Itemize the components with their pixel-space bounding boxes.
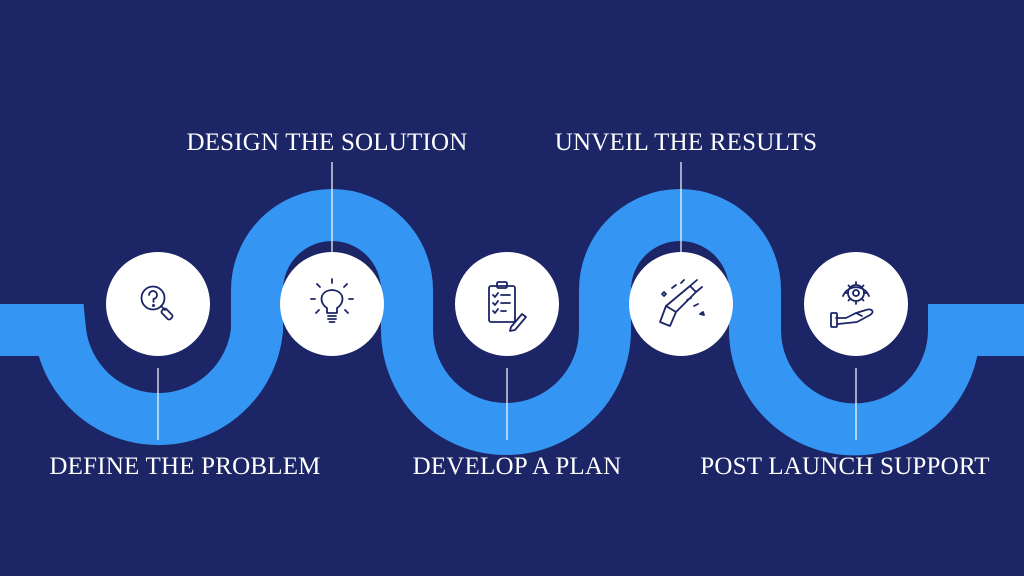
wave-band (0, 189, 1024, 456)
step-label-develop-a-plan: DEVELOP A PLAN (412, 453, 622, 480)
clipboard-checklist-icon (488, 281, 527, 332)
lightbulb-icon (310, 278, 354, 323)
step-label-unveil-the-results: UNVEIL THE RESULTS (554, 129, 818, 156)
question-magnifier-icon (140, 285, 174, 321)
hand-gear-support-icon (830, 281, 874, 328)
step-label-post-launch-support: POST LAUNCH SUPPORT (700, 453, 990, 480)
step-circle-1 (106, 252, 210, 356)
step-circle-3 (455, 252, 559, 356)
step-label-define-the-problem: DEFINE THE PROBLEM (49, 453, 321, 480)
step-circle-4 (629, 252, 733, 356)
party-popper-icon (659, 279, 705, 327)
step-circle-2 (280, 252, 384, 356)
step-label-design-the-solution: DESIGN THE SOLUTION (186, 129, 468, 156)
